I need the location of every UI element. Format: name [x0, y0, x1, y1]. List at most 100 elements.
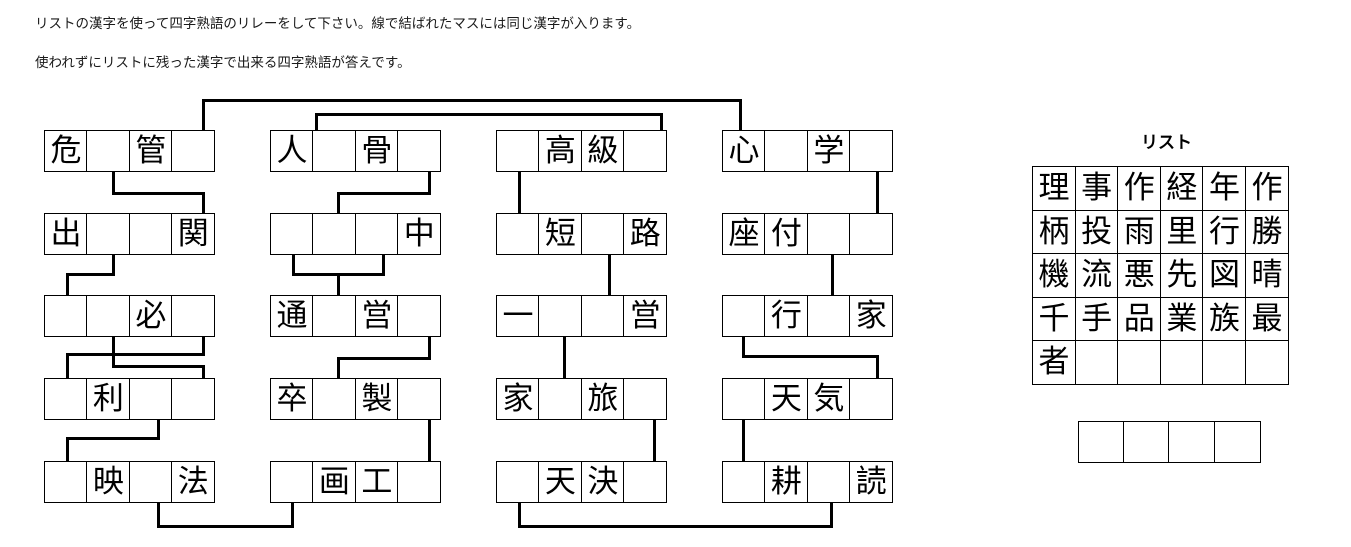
- puzzle-cell[interactable]: 営: [623, 295, 668, 337]
- puzzle-cell[interactable]: 級: [580, 130, 625, 172]
- puzzle-cell[interactable]: 管: [128, 130, 173, 172]
- list-cell[interactable]: [1245, 340, 1290, 386]
- answer-cell[interactable]: [1213, 421, 1261, 463]
- puzzle-cell[interactable]: [806, 461, 851, 503]
- puzzle-cell[interactable]: 営: [354, 295, 399, 337]
- puzzle-cell[interactable]: [397, 295, 442, 337]
- list-cell[interactable]: [1117, 340, 1162, 386]
- puzzle-cell[interactable]: [312, 130, 357, 172]
- puzzle-cell[interactable]: [538, 295, 583, 337]
- puzzle-cell[interactable]: 法: [171, 461, 216, 503]
- puzzle-cell[interactable]: [623, 461, 668, 503]
- puzzle-cell[interactable]: [397, 130, 442, 172]
- puzzle-cell[interactable]: 関: [171, 213, 216, 255]
- puzzle-cell[interactable]: [580, 213, 625, 255]
- puzzle-cell[interactable]: 読: [849, 461, 894, 503]
- puzzle-cell[interactable]: 卒: [270, 378, 314, 420]
- puzzle-cell[interactable]: [312, 213, 357, 255]
- puzzle-cell[interactable]: 高: [538, 130, 583, 172]
- puzzle-cell[interactable]: 付: [764, 213, 809, 255]
- puzzle-cell[interactable]: 天: [538, 461, 583, 503]
- puzzle-cell[interactable]: [722, 378, 766, 420]
- puzzle-cell[interactable]: [722, 461, 766, 503]
- puzzle-cell[interactable]: 耕: [764, 461, 809, 503]
- puzzle-cell[interactable]: [312, 378, 357, 420]
- puzzle-cell[interactable]: [44, 461, 88, 503]
- puzzle-cell[interactable]: [128, 213, 173, 255]
- puzzle-cell[interactable]: 天: [764, 378, 809, 420]
- puzzle-cell[interactable]: 必: [128, 295, 173, 337]
- puzzle-cell[interactable]: [171, 295, 216, 337]
- puzzle-cell[interactable]: [312, 295, 357, 337]
- puzzle-cell[interactable]: 中: [397, 213, 442, 255]
- list-cell[interactable]: 勝: [1245, 209, 1290, 255]
- puzzle-cell[interactable]: 映: [86, 461, 131, 503]
- puzzle-cell[interactable]: 旅: [580, 378, 625, 420]
- puzzle-cell[interactable]: [270, 213, 314, 255]
- list-cell[interactable]: [1159, 340, 1204, 386]
- puzzle-cell[interactable]: 骨: [354, 130, 399, 172]
- puzzle-cell[interactable]: [849, 378, 894, 420]
- puzzle-cell[interactable]: 行: [764, 295, 809, 337]
- list-cell[interactable]: 行: [1202, 209, 1247, 255]
- puzzle-cell[interactable]: [849, 213, 894, 255]
- list-cell[interactable]: [1074, 340, 1119, 386]
- list-cell[interactable]: 里: [1159, 209, 1204, 255]
- puzzle-cell[interactable]: [86, 130, 131, 172]
- list-cell[interactable]: 族: [1202, 296, 1247, 342]
- puzzle-cell[interactable]: 心: [722, 130, 766, 172]
- list-cell[interactable]: 悪: [1117, 253, 1162, 299]
- puzzle-cell[interactable]: 家: [849, 295, 894, 337]
- list-cell[interactable]: 経: [1159, 166, 1204, 211]
- puzzle-cell[interactable]: [86, 213, 131, 255]
- puzzle-cell[interactable]: [397, 378, 442, 420]
- list-cell[interactable]: 機: [1032, 253, 1076, 299]
- puzzle-cell[interactable]: [580, 295, 625, 337]
- puzzle-cell[interactable]: 気: [806, 378, 851, 420]
- puzzle-cell[interactable]: [764, 130, 809, 172]
- puzzle-cell[interactable]: [496, 461, 540, 503]
- list-cell[interactable]: 品: [1117, 296, 1162, 342]
- puzzle-cell[interactable]: [806, 295, 851, 337]
- puzzle-cell[interactable]: 路: [623, 213, 668, 255]
- list-cell[interactable]: 年: [1202, 166, 1247, 211]
- list-cell[interactable]: 作: [1117, 166, 1162, 211]
- list-cell[interactable]: 者: [1032, 340, 1076, 386]
- puzzle-cell[interactable]: 人: [270, 130, 314, 172]
- puzzle-cell[interactable]: 危: [44, 130, 88, 172]
- list-cell[interactable]: 作: [1245, 166, 1290, 211]
- puzzle-cell[interactable]: [44, 378, 88, 420]
- puzzle-cell[interactable]: 利: [86, 378, 131, 420]
- puzzle-cell[interactable]: [806, 213, 851, 255]
- puzzle-cell[interactable]: 出: [44, 213, 88, 255]
- puzzle-cell[interactable]: [623, 378, 668, 420]
- puzzle-cell[interactable]: 座: [722, 213, 766, 255]
- puzzle-cell[interactable]: [128, 461, 173, 503]
- puzzle-cell[interactable]: 通: [270, 295, 314, 337]
- puzzle-cell[interactable]: [538, 378, 583, 420]
- puzzle-cell[interactable]: 一: [496, 295, 540, 337]
- puzzle-cell[interactable]: [171, 378, 216, 420]
- puzzle-cell[interactable]: [496, 130, 540, 172]
- puzzle-cell[interactable]: [397, 461, 442, 503]
- list-cell[interactable]: 流: [1074, 253, 1119, 299]
- list-cell[interactable]: 手: [1074, 296, 1119, 342]
- puzzle-cell[interactable]: [496, 213, 540, 255]
- puzzle-cell[interactable]: 製: [354, 378, 399, 420]
- list-cell[interactable]: 最: [1245, 296, 1290, 342]
- puzzle-cell[interactable]: [849, 130, 894, 172]
- puzzle-cell[interactable]: [354, 213, 399, 255]
- list-cell[interactable]: 柄: [1032, 209, 1076, 255]
- list-cell[interactable]: 投: [1074, 209, 1119, 255]
- puzzle-cell[interactable]: [128, 378, 173, 420]
- puzzle-cell[interactable]: [270, 461, 314, 503]
- list-cell[interactable]: [1202, 340, 1247, 386]
- puzzle-cell[interactable]: [44, 295, 88, 337]
- puzzle-cell[interactable]: 工: [354, 461, 399, 503]
- puzzle-cell[interactable]: [722, 295, 766, 337]
- puzzle-cell[interactable]: [86, 295, 131, 337]
- answer-cell[interactable]: [1168, 421, 1216, 463]
- puzzle-cell[interactable]: 決: [580, 461, 625, 503]
- list-cell[interactable]: 雨: [1117, 209, 1162, 255]
- answer-cell[interactable]: [1123, 421, 1171, 463]
